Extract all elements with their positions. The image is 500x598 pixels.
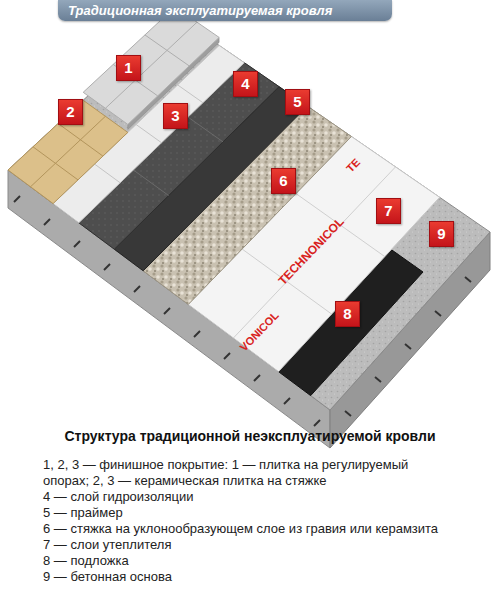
callout-box: 6 xyxy=(271,168,296,194)
rebar xyxy=(435,311,441,316)
rebar xyxy=(375,377,381,382)
callout-number: 4 xyxy=(234,72,257,96)
rebar xyxy=(314,420,320,426)
tile-joint xyxy=(95,164,121,183)
membrane-seam xyxy=(133,170,168,196)
callout-number: 8 xyxy=(336,302,359,326)
tile-joint xyxy=(178,85,203,103)
brand-mark: TE xyxy=(344,156,362,174)
list-item: 7 — слои утеплителя xyxy=(43,537,457,553)
concrete-top xyxy=(8,15,490,410)
callout-number: 1 xyxy=(117,56,140,80)
rebar xyxy=(345,411,351,416)
list-item: 1, 2, 3 — финишное покрытие: 1 — плитка … xyxy=(43,457,457,489)
callout-box: 9 xyxy=(429,221,454,247)
rebar xyxy=(194,331,200,337)
list-item: 4 — слой гидроизоляции xyxy=(43,489,457,505)
list-item: 8 — подложка xyxy=(43,553,457,569)
callout-box: 7 xyxy=(376,198,401,224)
callout-number: 6 xyxy=(272,169,295,193)
callout-number: 3 xyxy=(164,104,187,128)
tile-joint xyxy=(31,116,106,187)
callout-box: 1 xyxy=(116,55,141,81)
callout-box: 3 xyxy=(163,103,188,129)
callout-number: 2 xyxy=(59,100,82,124)
rebar xyxy=(104,264,110,270)
title-banner: Традиционная эксплуатируемая кровля xyxy=(58,0,392,21)
rebar xyxy=(74,241,80,247)
callout-box: 2 xyxy=(58,99,83,125)
callout-box: 8 xyxy=(335,301,360,327)
brand-mark: VONICOL xyxy=(237,309,281,354)
rebar xyxy=(44,219,50,225)
callout-box: 5 xyxy=(285,89,310,115)
list-item: 9 — бетонная основа xyxy=(43,569,457,585)
callout-box: 4 xyxy=(233,71,258,97)
pedestal-tiles xyxy=(83,7,219,124)
rebar xyxy=(134,286,140,292)
callout-number: 7 xyxy=(377,199,400,223)
list-item: 6 — стяжка на уклонообразующем слое из г… xyxy=(43,521,457,537)
rebar xyxy=(224,353,230,359)
tile-joint xyxy=(136,125,162,143)
rebar xyxy=(254,375,260,381)
callout-number: 9 xyxy=(430,222,453,246)
title: Традиционная эксплуатируемая кровля xyxy=(68,3,332,18)
caption: Структура традиционной неэксплуатируемой… xyxy=(20,428,480,444)
rebar xyxy=(14,196,20,202)
rebar xyxy=(284,398,290,404)
membrane-seam xyxy=(188,117,223,142)
rebar xyxy=(405,344,411,349)
list-item: 5 — праймер xyxy=(43,505,457,521)
legend-list: 1, 2, 3 — финишное покрытие: 1 — плитка … xyxy=(43,457,457,585)
brand-mark: TECHNONICOL xyxy=(276,215,347,288)
ceramic-tiles xyxy=(8,100,128,203)
rebar xyxy=(465,277,471,282)
rebar xyxy=(164,308,170,314)
callout-number: 5 xyxy=(286,90,309,114)
tile-joint xyxy=(105,22,197,108)
